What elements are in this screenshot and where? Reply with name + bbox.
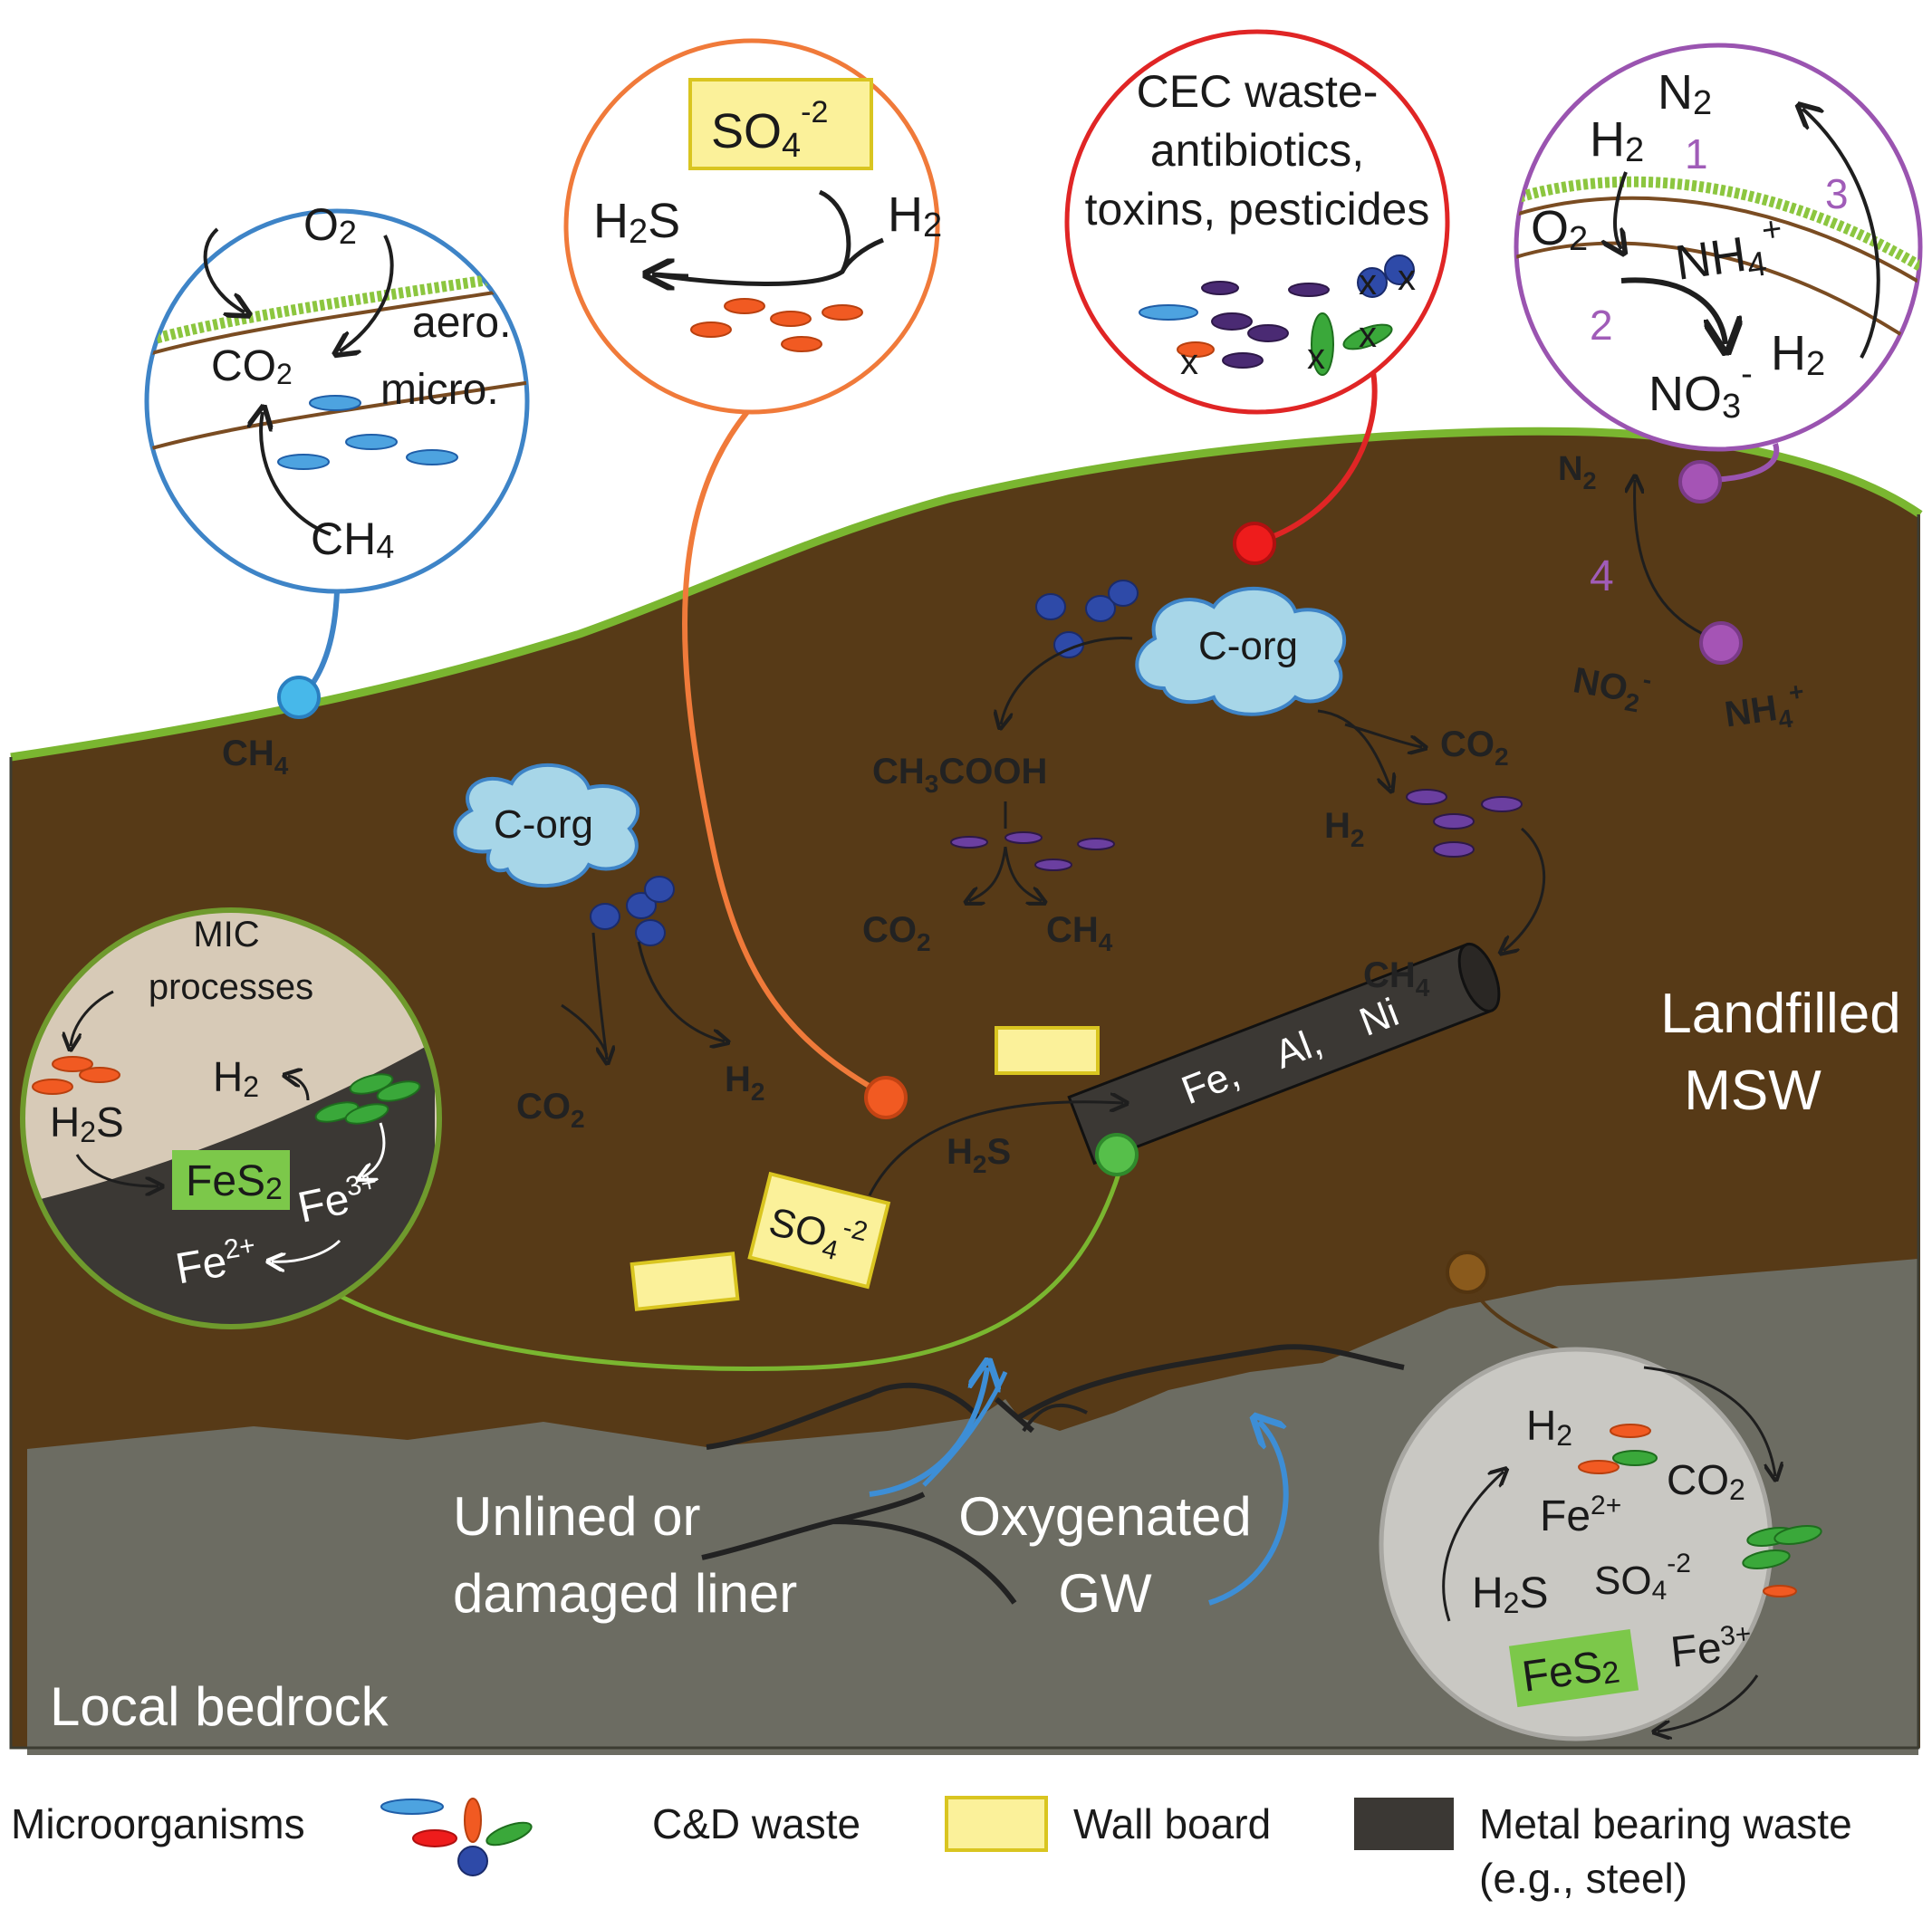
- inset-cec-waste: CEC waste- antibiotics, toxins, pesticid…: [1064, 29, 1450, 415]
- arrow-branch-co2: [1344, 723, 1422, 747]
- legend: Microorganisms C&D waste Wall board Meta…: [11, 1796, 1852, 1902]
- methane-inset-o2: O2: [303, 199, 357, 251]
- mic-microbes: [32, 1056, 421, 1125]
- legend-microbe-icons: [380, 1798, 533, 1876]
- dot-brown: [1446, 1251, 1489, 1294]
- arrow-so4-to-h2s: [868, 1102, 1123, 1196]
- wallboard-piece-2: [630, 1252, 740, 1311]
- sulfate-reducing-microbes: [690, 298, 863, 352]
- methane-inset-micro: micro.: [380, 366, 499, 414]
- co2-right: CO2: [1440, 724, 1509, 771]
- legend-wallboard-swatch: [945, 1796, 1048, 1852]
- fracture-lines: [701, 1344, 1405, 1605]
- hydrogenotrophic-microbes: [1406, 789, 1523, 858]
- acetoclastic-microbes: [950, 831, 1115, 871]
- dot-orange: [864, 1076, 908, 1119]
- cec-x-3: x: [1359, 315, 1377, 355]
- mic-h2: H2: [213, 1053, 259, 1103]
- cec-line1: CEC waste-: [1137, 66, 1379, 117]
- methanotroph-microbes: [277, 395, 458, 470]
- cec-microbes: [1139, 254, 1415, 376]
- bedrock-label: Local bedrock: [50, 1676, 389, 1737]
- liner-label-line2: damaged liner: [453, 1563, 797, 1624]
- microbe-cluster-center: [1035, 580, 1139, 658]
- dot-purple-buried: [1699, 621, 1743, 665]
- dot-red: [1233, 522, 1276, 565]
- inset-sulfate-reduction: SO4-2 H2S H2: [563, 38, 942, 415]
- inset-nitrogen-cycle: N2 H2 O2 NH4+ NO3- H2 1 2 3: [1514, 43, 1923, 452]
- dot-green: [1095, 1133, 1139, 1176]
- organic-carbon-cloud-center: C-org: [1135, 587, 1347, 716]
- cec-x-4: x: [1359, 263, 1377, 302]
- wallboard-piece-1: [995, 1026, 1100, 1075]
- landfill-label-line2: MSW: [1684, 1060, 1821, 1122]
- connector-red: [1258, 366, 1378, 544]
- arrow-nh4-to-n2: [1635, 480, 1704, 636]
- h2-product-left: H2: [725, 1060, 764, 1106]
- mic-line1: MIC: [193, 915, 259, 954]
- connector-orange: [682, 410, 885, 1097]
- gw-label-line1: Oxygenated: [958, 1486, 1252, 1547]
- cec-line3: toxins, pesticides: [1085, 184, 1430, 235]
- microbe-cluster-left: [590, 876, 675, 946]
- corg-label-left: C-org: [494, 802, 593, 847]
- legend-metal-swatch: [1354, 1798, 1454, 1850]
- step-4-label: 4: [1590, 552, 1614, 600]
- gw-flow-arrow-left: [869, 1367, 987, 1497]
- inset-methane-oxidation: O2 CO2 CH4 aero. micro.: [144, 199, 530, 594]
- co2-from-acetate: CO2: [862, 910, 931, 956]
- cec-inhibition-marks: x x x x x: [1180, 258, 1416, 382]
- gw-flow-arrow-left-2: [922, 1370, 1008, 1487]
- landfill-label-line1: Landfilled: [1660, 983, 1900, 1045]
- corg-label-center: C-org: [1198, 624, 1298, 668]
- cec-x-2: x: [1307, 337, 1325, 377]
- ch4-right: CH4: [1363, 955, 1430, 1002]
- liner-label-line1: Unlined or: [453, 1486, 701, 1547]
- cec-line2: antibiotics,: [1150, 125, 1364, 176]
- mic-line2: processes: [149, 967, 313, 1007]
- bedrock-inset-fe2: Fe2+: [1540, 1491, 1621, 1540]
- gw-flow-arrow-right: [1208, 1422, 1289, 1606]
- arrow-acetate-to-co2: [969, 846, 1007, 901]
- sulfate-inset-h2: H2: [888, 187, 942, 245]
- arrow-h2-to-ch4: [1504, 827, 1546, 951]
- nitrogen-step-2: 2: [1590, 302, 1613, 349]
- methane-inset-aero: aero.: [412, 299, 511, 347]
- sulfate-wallboard-block: SO4-2: [747, 1171, 891, 1290]
- organic-carbon-cloud-left: C-org: [453, 763, 640, 888]
- arrow-corg-to-acetate: [1001, 636, 1133, 724]
- landfill-frame: [9, 514, 1920, 1750]
- legend-cd-waste: C&D waste: [652, 1800, 860, 1847]
- arrow-corg-to-co2-h2: [1317, 709, 1390, 788]
- legend-metal-line1: Metal bearing waste: [1479, 1800, 1852, 1847]
- arrow-corg-to-co2-left: [591, 932, 607, 1060]
- bedrock-inset-co2: CO2: [1667, 1456, 1745, 1506]
- liner-damage-line: [1022, 1403, 1088, 1433]
- connector-green: [306, 1158, 1126, 1371]
- nitrogen-inset-h2-bottom: H2: [1771, 326, 1825, 383]
- cec-x-5: x: [1398, 258, 1416, 298]
- nitrogen-step-3: 3: [1825, 170, 1849, 217]
- bedrock-inset-fe3: Fe3+: [1668, 1619, 1754, 1677]
- acetic-acid-label: CH3COOH: [872, 752, 1047, 798]
- inset-mic-processes: MIC processes H2 H2S FeS2 Fe3+ Fe2+: [20, 907, 442, 1329]
- cec-x-1: x: [1180, 342, 1198, 382]
- bedrock-inset-microbes: [1578, 1424, 1822, 1597]
- arrow-corg-to-h2-left: [637, 941, 725, 1041]
- legend-metal-line2: (e.g., steel): [1479, 1855, 1687, 1902]
- h2s-label-center: H2S: [947, 1132, 1011, 1178]
- gw-label-line2: GW: [1058, 1563, 1152, 1624]
- inset-bedrock-processes: H2 CO2 Fe2+ H2S SO4-2 FeS2 Fe3+: [1379, 1347, 1822, 1741]
- arrow-acetate-to-ch4: [1004, 846, 1042, 901]
- legend-microorganisms: Microorganisms: [11, 1800, 305, 1847]
- arrow-corg-co2-branch: [561, 1003, 609, 1056]
- legend-wall-board: Wall board: [1073, 1800, 1271, 1847]
- nitrogen-step-1: 1: [1685, 130, 1708, 177]
- dot-purple-surface: [1678, 460, 1722, 504]
- dot-blue: [277, 676, 321, 719]
- sulfate-inset-h2s: H2S: [593, 194, 680, 251]
